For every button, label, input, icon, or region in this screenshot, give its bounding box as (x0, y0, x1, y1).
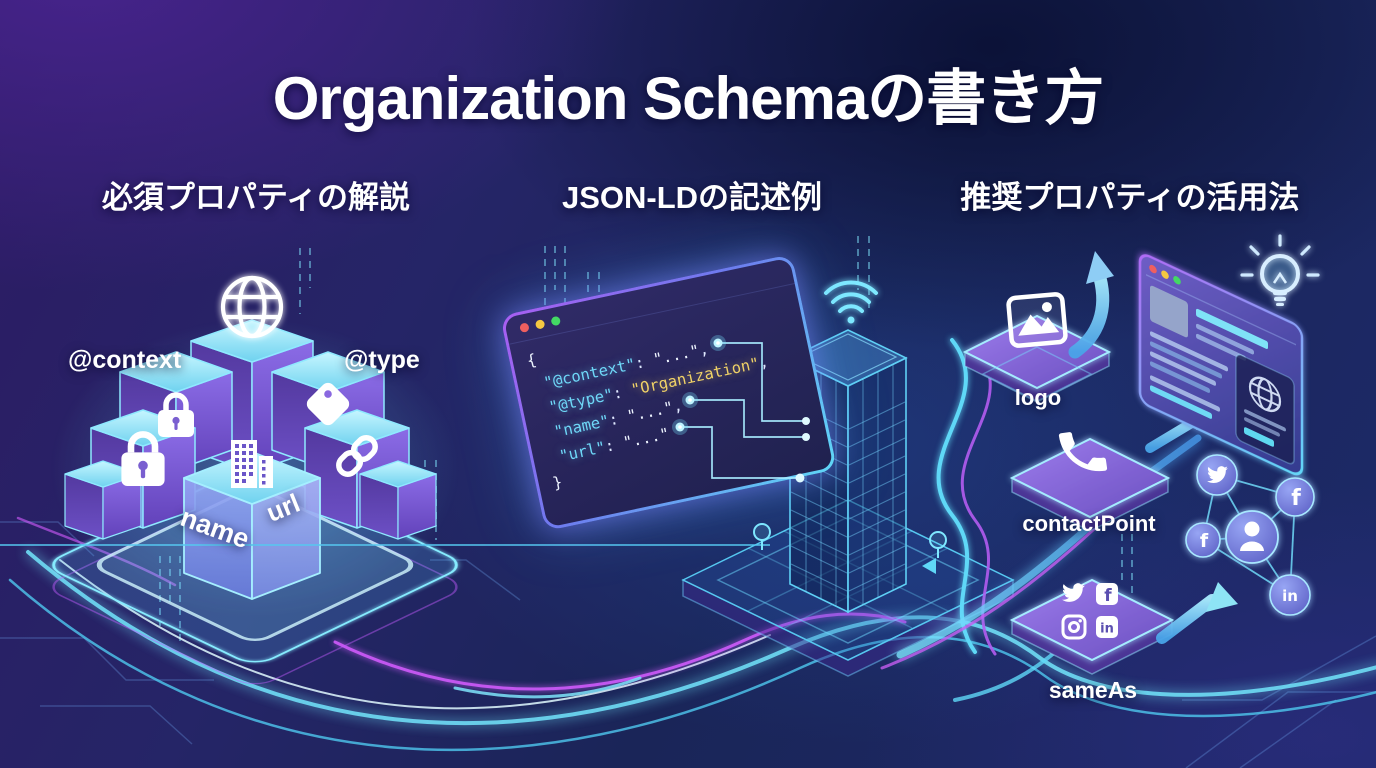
node-facebook-right: f (1275, 477, 1315, 517)
tag-icon (306, 382, 350, 426)
globe-icon (220, 275, 284, 339)
required-properties-scene (50, 275, 460, 685)
node-person (1225, 510, 1279, 564)
label-logo: logo (1014, 385, 1062, 410)
recommended-properties-scene: f in (880, 234, 1320, 702)
phone-icon (1058, 432, 1108, 472)
building-icon (231, 440, 273, 488)
node-facebook-left: f (1185, 522, 1221, 558)
wifi-icon (824, 280, 878, 324)
padlock-icon (158, 392, 194, 437)
name-url-cube (183, 451, 321, 600)
panel-globe-icon (1248, 376, 1282, 413)
label-type: @type (344, 346, 420, 374)
section-heading-recommended: 推奨プロパティの活用法 (960, 180, 1300, 215)
window-close-dot (519, 321, 530, 333)
section-heading-jsonld: JSON-LDの記述例 (561, 180, 823, 215)
search-result-card (1138, 254, 1304, 476)
keyhole-lock-icon (121, 431, 165, 486)
twitter-icon (1062, 583, 1085, 602)
svg-text:f: f (1104, 586, 1112, 606)
sameas-arrow (1156, 582, 1238, 644)
window-maximize-dot (550, 315, 561, 326)
label-same-as: sameAs (1048, 677, 1138, 703)
image-icon (1006, 292, 1068, 348)
logo-arrow (1068, 251, 1114, 359)
card-close-dot (1149, 264, 1157, 274)
card-maximize-dot (1173, 276, 1181, 285)
sameas-pad: f in (1009, 578, 1175, 675)
result-text-bars (1150, 308, 1268, 419)
page-title: Organization Schemaの書き方 (272, 65, 1104, 132)
label-context: @context (68, 346, 182, 374)
node-linkedin: in (1269, 574, 1311, 616)
linkedin-icon: in (1096, 616, 1118, 638)
svg-text:in: in (1282, 587, 1298, 605)
node-twitter (1196, 454, 1238, 496)
svg-text:f: f (1291, 486, 1301, 511)
section-heading-required: 必須プロパティの解説 (101, 180, 411, 215)
label-contact-point: contactPoint (1022, 511, 1156, 536)
tree-icon (753, 523, 947, 558)
facebook-icon: f (1096, 583, 1118, 606)
social-network-graph: f f in (1185, 454, 1315, 616)
small-cube-right (359, 460, 437, 540)
result-thumbnail (1150, 285, 1188, 338)
svg-text:f: f (1200, 530, 1209, 552)
contact-pad (1009, 432, 1171, 532)
chain-link-icon (336, 435, 378, 477)
building-wireframe (788, 329, 908, 614)
lightbulb-icon (1240, 234, 1320, 306)
logo-pad (962, 292, 1112, 403)
building-scene (0, 280, 1015, 677)
svg-text:in: in (1100, 622, 1114, 637)
knowledge-panel (1235, 354, 1295, 465)
card-minimize-dot (1161, 270, 1169, 279)
window-minimize-dot (534, 318, 546, 330)
instagram-icon (1061, 614, 1087, 640)
